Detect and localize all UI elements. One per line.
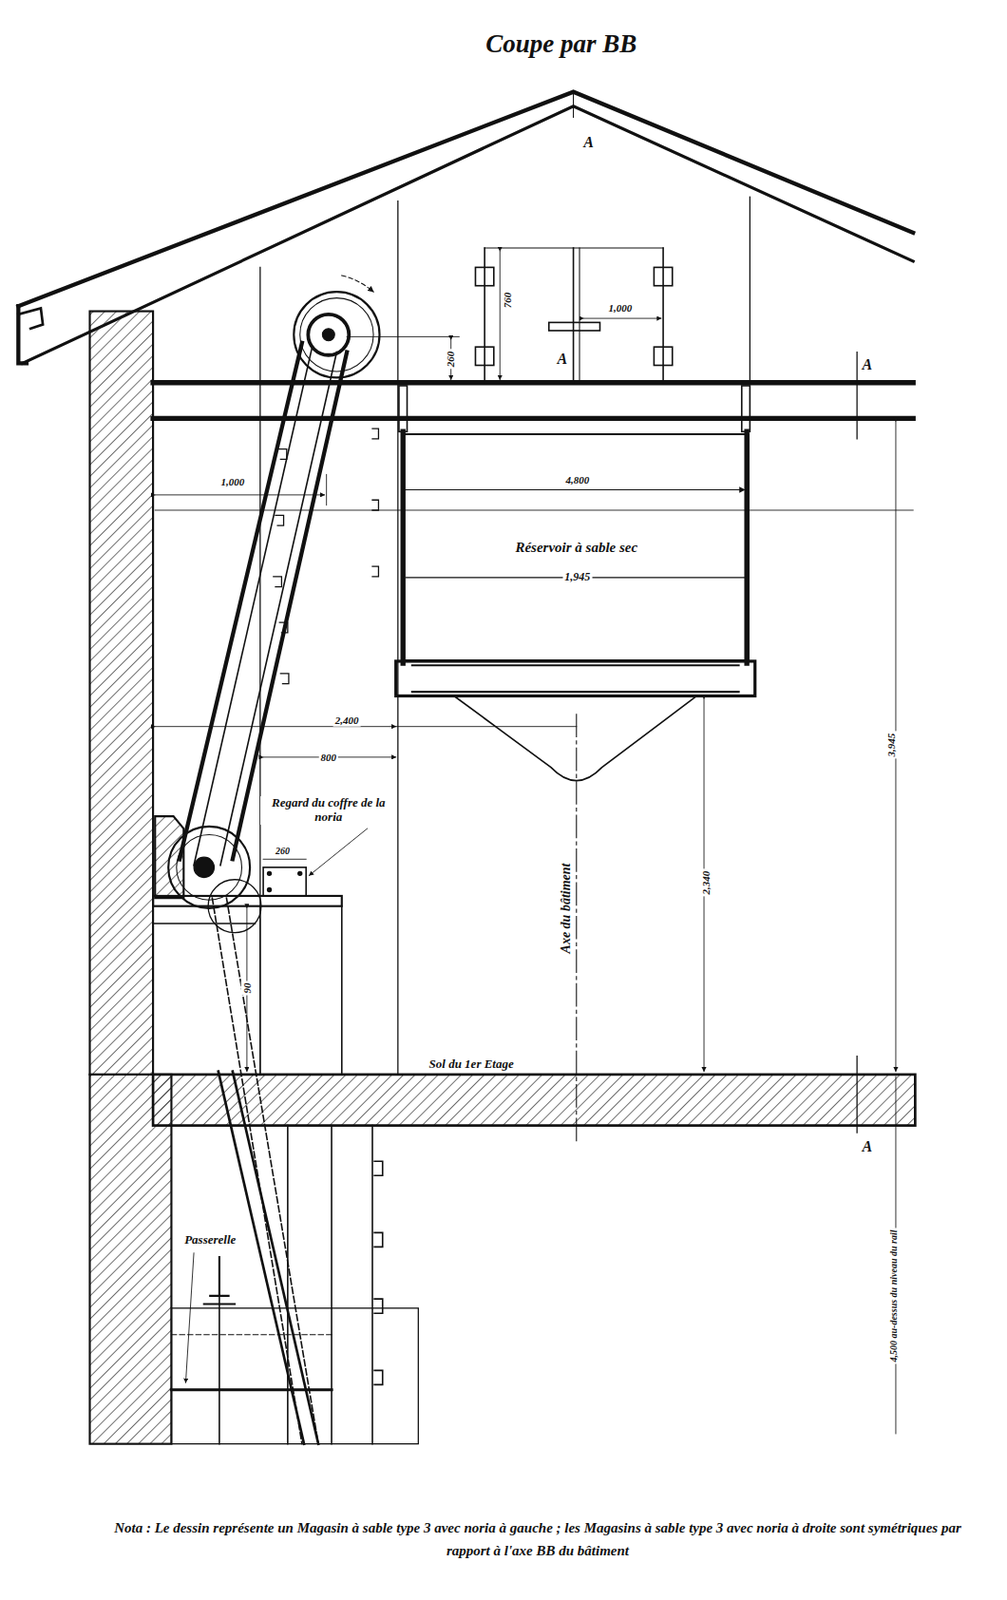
annotation-text: Sol du 1er Etage bbox=[427, 1057, 516, 1072]
annotation-text: A bbox=[860, 356, 875, 374]
dimension-value: 4,800 bbox=[563, 473, 591, 486]
annotation-text: A bbox=[554, 350, 570, 368]
dimension-value: 760 bbox=[500, 289, 513, 310]
node-text: Réservoir à sable sec bbox=[512, 539, 641, 556]
dimension-value: 90 bbox=[241, 980, 254, 995]
drawing-title: Coupe par BB bbox=[483, 30, 639, 60]
annotation-text: A bbox=[581, 133, 596, 152]
annotation-text: Axe du bâtiment bbox=[558, 860, 574, 955]
annotation-text: A bbox=[860, 1138, 875, 1156]
dimension-value: 3,945 bbox=[884, 731, 897, 760]
note-caption: Nota : Le dessin représente un Magasin à… bbox=[94, 1516, 982, 1562]
sand-reservoir: Réservoir à sable sec bbox=[402, 433, 750, 661]
annotation-text: Regard du coffre de la noria bbox=[260, 796, 398, 825]
dimension-value: 800 bbox=[319, 751, 340, 764]
dimension-value: 1,000 bbox=[607, 302, 635, 315]
dimension-value: 260 bbox=[443, 349, 456, 370]
annotation-text: Passerelle bbox=[182, 1232, 238, 1247]
dimension-value: 1,945 bbox=[562, 570, 592, 585]
dimension-value: 1,000 bbox=[218, 475, 247, 489]
dimension-value: 2,400 bbox=[333, 714, 361, 727]
dimension-value: 260 bbox=[273, 845, 292, 857]
dimension-value: 2,340 bbox=[700, 869, 713, 897]
dimension-value: 4,500 au-dessus du niveau du rail bbox=[888, 1227, 900, 1364]
